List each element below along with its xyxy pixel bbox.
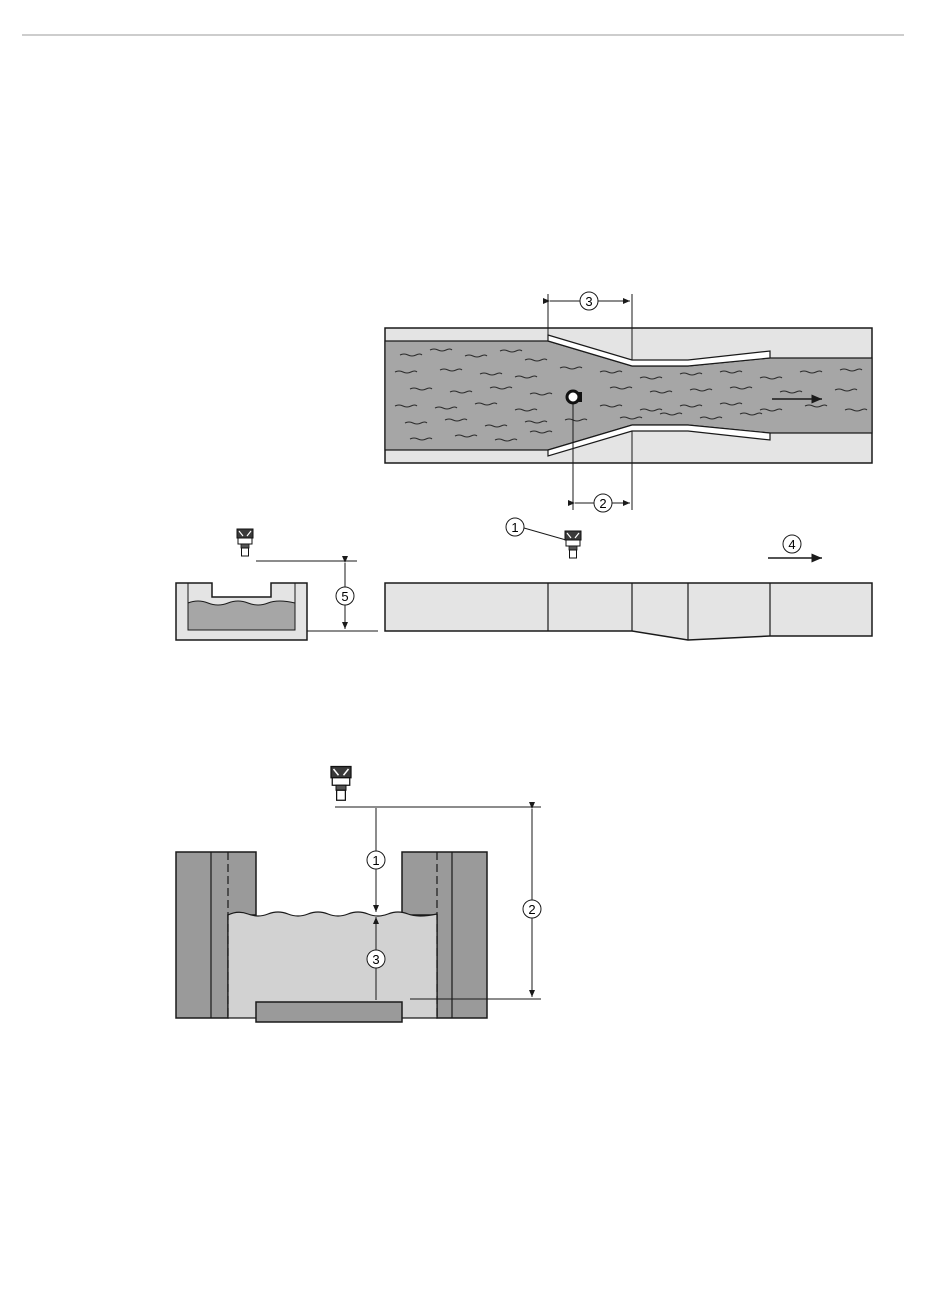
callout-bottom-3: 3 (367, 950, 385, 968)
svg-text:3: 3 (585, 294, 592, 309)
svg-text:5: 5 (341, 589, 348, 604)
callout-top-2: 2 (594, 494, 612, 512)
callout-bottom-2: 2 (523, 900, 541, 918)
stilling-well-side-view (176, 529, 378, 640)
svg-text:1: 1 (511, 520, 518, 535)
stilling-well-water (188, 601, 295, 630)
callout-bottom-1: 1 (367, 851, 385, 869)
flume-sensor-icon (565, 531, 581, 558)
flume-plan-view (385, 294, 872, 510)
svg-text:4: 4 (788, 537, 795, 552)
callout-top-4: 4 (783, 535, 801, 553)
svg-text:2: 2 (528, 902, 535, 917)
flume-side-body (385, 583, 872, 640)
callout-top-3: 3 (580, 292, 598, 310)
svg-text:1: 1 (372, 853, 379, 868)
base-plate (256, 1002, 402, 1022)
plan-sensor-icon (567, 391, 582, 403)
svg-text:3: 3 (372, 952, 379, 967)
callout-top-1: 1 (506, 518, 524, 536)
svg-text:2: 2 (599, 496, 606, 511)
well-sensor-icon (237, 529, 253, 556)
cross-section-sensor-icon (331, 767, 351, 801)
callout-top-5: 5 (336, 587, 354, 605)
well-cross-section (176, 767, 541, 1023)
callout-1-leader (524, 528, 566, 540)
